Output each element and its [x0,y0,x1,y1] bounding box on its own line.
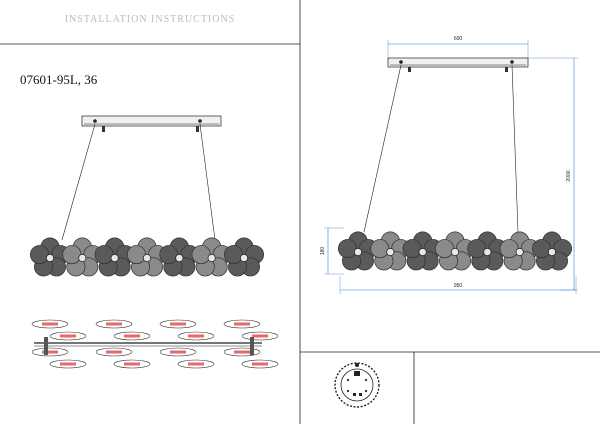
total-height-label: 2000 [566,170,572,181]
top-view-petal [95,347,133,357]
top-view-petal [177,359,215,369]
left-flower-5 [159,237,200,277]
canopy-width-label: 600 [454,36,463,42]
top-view-petal [177,331,215,341]
top-view-highlight [60,334,76,338]
top-view-petal [31,347,69,357]
top-view-petal [113,359,151,369]
top-view-petal [31,319,69,329]
top-view-petal [159,347,197,357]
top-view-highlight [106,350,122,354]
top-view-petal [241,359,279,369]
top-view-petal [95,319,133,329]
top-view-highlight [124,362,140,366]
right-flower-2 [370,231,411,271]
left-top-view [31,319,279,369]
top-view-highlight [124,334,140,338]
left-flower-1 [29,237,71,277]
faded-header-text: INSTALLATION INSTRUCTIONS [65,14,236,25]
right-flower-row [337,231,573,271]
left-flower-7 [223,237,265,277]
top-view-highlight [170,350,186,354]
top-view-highlight [42,322,58,326]
top-view-highlight [188,362,204,366]
left-suspension-wire-b [199,123,216,241]
right-suspension-wire-b [511,64,519,233]
left-canopy [81,115,222,127]
right-flower-5 [467,231,508,271]
left-flower-row [29,237,265,277]
top-view-highlight [234,322,250,326]
top-view-highlight [42,350,58,354]
fixture-length-label: 950 [454,283,463,289]
top-view-petals [31,319,279,369]
left-flower-6 [191,237,232,277]
fixture-height-label: 180 [320,247,326,256]
right-canopy [387,57,529,68]
right-flower-7 [531,231,573,271]
top-view-petal [241,331,279,341]
left-flower-3 [94,237,135,277]
right-suspension-wire-a [363,64,402,233]
left-suspension-wire-a [61,123,96,241]
top-view-petal [223,347,261,357]
top-view-petal [49,359,87,369]
top-view-petal [49,331,87,341]
top-view-highlight [252,362,268,366]
top-view-petal [113,331,151,341]
top-view-highlight [170,322,186,326]
top-view-highlight [60,362,76,366]
left-front-view [29,115,265,277]
right-flower-6 [499,231,540,271]
left-flower-4 [126,237,168,277]
right-flower-3 [402,231,443,271]
model-number: 07601-95L, 36 [20,72,98,87]
right-flower-4 [434,231,476,271]
right-front-view: 600 2000 180 950 [320,36,578,294]
top-view-highlight [188,334,204,338]
ring-hardware-icon [334,362,380,408]
top-view-highlight [106,322,122,326]
top-view-highlight [252,334,268,338]
left-flower-2 [62,237,103,277]
top-view-highlight [234,350,250,354]
top-view-petal [223,319,261,329]
top-view-petal [159,319,197,329]
right-flower-1 [337,231,379,271]
